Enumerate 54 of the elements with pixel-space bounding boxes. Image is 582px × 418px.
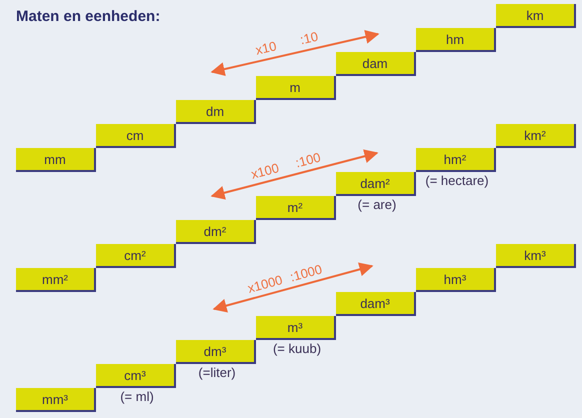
unit-step-box	[176, 340, 256, 364]
unit-step-box	[16, 388, 96, 412]
unit-step-box	[496, 124, 576, 148]
unit-label: mm²	[42, 272, 68, 286]
unit-step-box	[176, 100, 256, 124]
unit-label: cm³	[124, 368, 146, 382]
unit-step-box	[16, 148, 96, 172]
title: Maten en eenheden:	[16, 8, 160, 25]
unit-label: cm²	[124, 248, 146, 262]
unit-step-box	[336, 52, 416, 76]
unit-label: dam	[362, 56, 388, 70]
unit-label: cm	[126, 128, 144, 142]
unit-step-box	[96, 244, 176, 268]
unit-label: dm	[206, 104, 224, 118]
unit-step-box	[496, 4, 576, 28]
unit-step-box	[256, 196, 336, 220]
unit-step-box	[256, 316, 336, 340]
unit-label: hm³	[444, 272, 466, 286]
multiplier-label: :1000	[288, 261, 324, 284]
unit-label: mm³	[42, 392, 68, 406]
unit-step-box	[336, 292, 416, 316]
multiplier-label: :100	[294, 149, 322, 170]
unit-label: mm	[44, 152, 66, 166]
unit-step-box	[416, 28, 496, 52]
multiplier-label: x10	[254, 38, 278, 58]
unit-step-box	[176, 220, 256, 244]
multiplier-label: x100	[250, 160, 281, 182]
unit-step-box	[496, 244, 576, 268]
unit-label: dm³	[204, 344, 226, 358]
unit-step-box	[96, 124, 176, 148]
unit-step-box	[96, 364, 176, 388]
unit-label: m²	[287, 200, 303, 214]
unit-label: km²	[524, 128, 546, 142]
unit-note: (= ml)	[120, 389, 154, 404]
unit-label: km³	[524, 248, 546, 262]
unit-label: dam³	[360, 296, 390, 310]
unit-step-box	[256, 76, 336, 100]
unit-label: hm	[446, 32, 464, 46]
unit-label: dam²	[360, 176, 390, 190]
unit-step-box	[336, 172, 416, 196]
multiplier-label: :10	[298, 29, 320, 48]
unit-label: m	[290, 80, 300, 94]
unit-step-box	[416, 268, 496, 292]
multiplier-label: x1000	[246, 272, 284, 296]
unit-label: hm²	[444, 152, 466, 166]
unit-step-box	[16, 268, 96, 292]
unit-step-box	[416, 148, 496, 172]
unit-note: (= kuub)	[272, 341, 322, 356]
unit-label: dm²	[204, 224, 226, 238]
unit-label: m³	[287, 320, 303, 334]
unit-note: (= are)	[358, 197, 396, 212]
unit-note: (= hectare)	[425, 173, 489, 188]
unit-note: (=liter)	[198, 365, 236, 380]
unit-label: km	[526, 8, 544, 22]
